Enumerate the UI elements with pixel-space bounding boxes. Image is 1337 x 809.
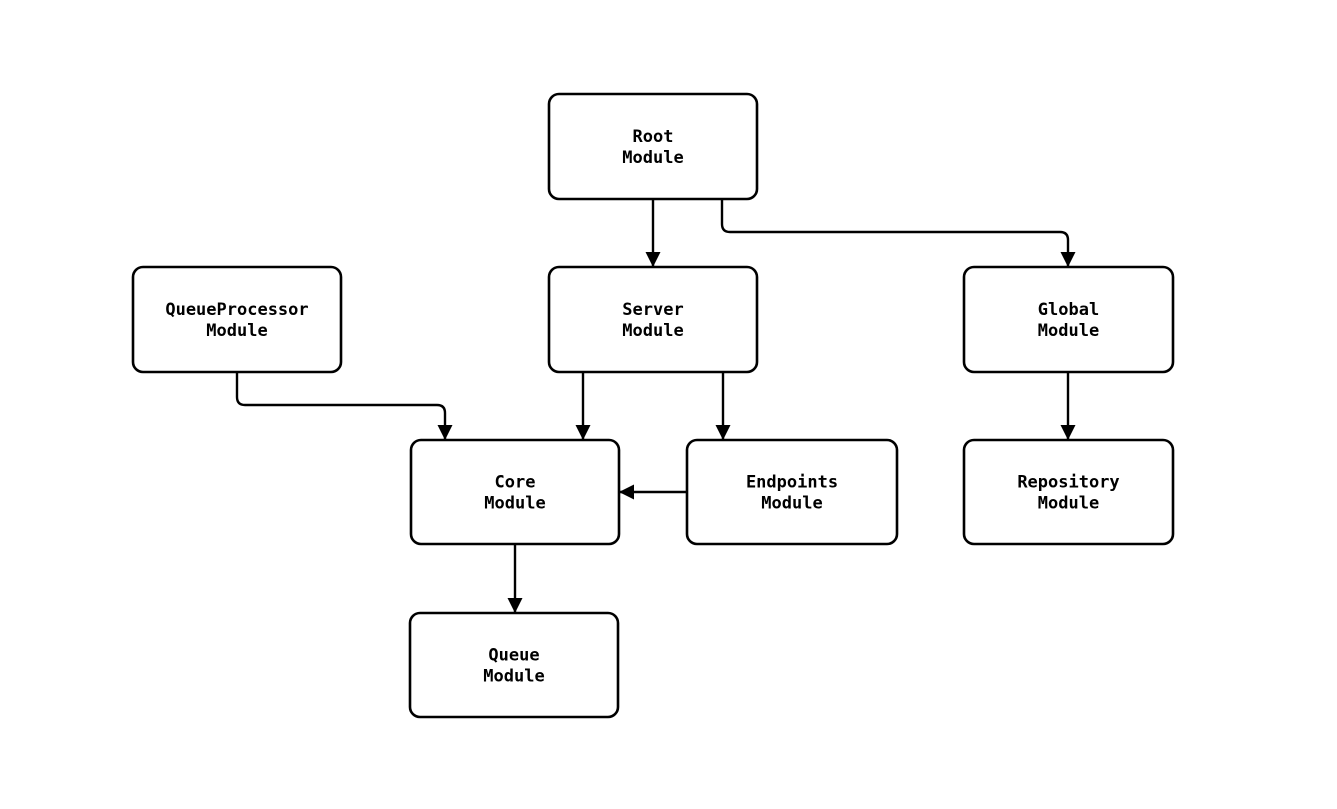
edge-root-to-global	[720, 199, 1076, 267]
node-box	[962, 438, 1175, 546]
edge-queueprocessor-to-core	[235, 372, 453, 440]
node-box	[131, 265, 343, 374]
node-box	[408, 611, 620, 719]
edges-layer	[235, 199, 1076, 613]
node-box	[409, 438, 621, 546]
node-box	[962, 265, 1175, 374]
node-box	[547, 92, 759, 201]
node-box	[685, 438, 899, 546]
node-box	[547, 265, 759, 374]
